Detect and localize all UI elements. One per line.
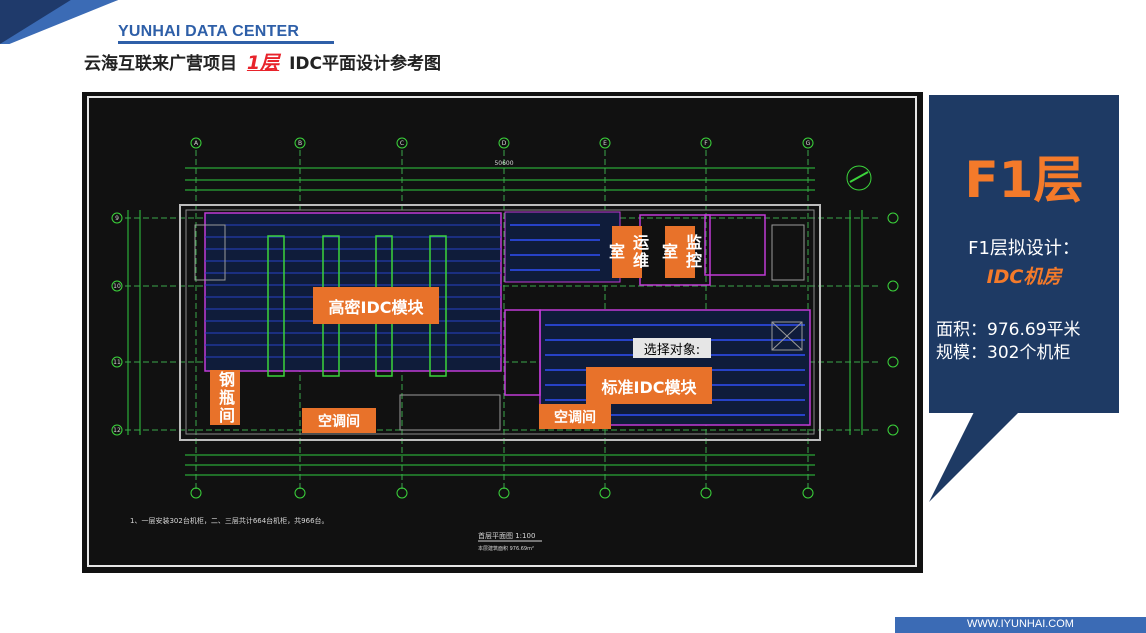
axis-label-f: F [704,140,708,147]
plan-design-label: F1层拟设计： [968,238,1080,259]
axis-label-b: B [298,140,302,147]
axis-label-12: 12 [113,427,121,434]
page-title: 云海互联来广营项目 1层 IDC平面设计参考图 [84,48,441,75]
area-value: 面积：976.69平米 [936,320,1081,340]
footer-bar [895,617,1146,633]
select-object-prompt: 选择对象: [633,338,711,358]
cad-drawing-frame [87,96,917,567]
label-monitor-room: 监控室 [659,226,702,278]
scale-value: 规模：302个机柜 [936,343,1071,363]
plan-title: 首层平面图 1:100 [478,531,535,540]
overall-dimension: 50600 [494,160,513,167]
axis-label-11: 11 [113,359,121,366]
label-ac-room-left: 空调间 [302,408,376,433]
floor-heading: F1层 [964,151,1084,209]
website-url[interactable]: WWW.IYUNHAI.COM [967,618,1074,630]
idc-room-label: IDC机房 [986,266,1062,288]
drawing-note: 1、一层安装302台机柜，二、三层共计664台机柜，共966台。 [130,516,329,525]
label-gas-cylinder-room: 钢瓶间 [210,370,240,425]
label-ops-room: 运维室 [606,226,649,278]
label-ac-room-right: 空调间 [539,404,611,429]
axis-label-10: 10 [113,283,121,290]
title-desc: IDC平面设计参考图 [289,54,441,74]
brand-name: YUNHAI DATA CENTER [118,23,334,44]
axis-label-e: E [603,140,607,147]
label-standard-idc: 标准IDC模块 [586,367,712,404]
axis-label-a: A [194,140,199,147]
info-panel [929,95,1119,413]
title-project: 云海互联来广营项目 [84,54,237,74]
plan-subtitle: 本层建筑面积 976.69m² [478,545,534,552]
axis-label-g: G [806,140,811,147]
title-floor: 1层 [246,52,280,74]
label-high-density-idc: 高密IDC模块 [313,287,439,324]
axis-label-d: D [502,140,507,147]
axis-label-c: C [400,140,404,147]
axis-label-9: 9 [115,215,119,222]
